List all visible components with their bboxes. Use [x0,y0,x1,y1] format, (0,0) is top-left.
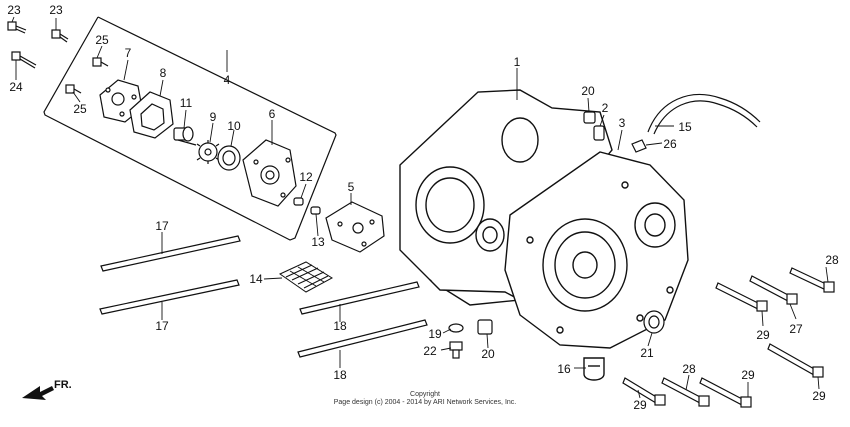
callout-20-lower[interactable]: 20 [481,347,495,361]
callout-24[interactable]: 24 [9,80,23,94]
callout-25-b[interactable]: 25 [73,102,87,116]
callout-16[interactable]: 16 [557,362,571,376]
part-20-dowel-lower[interactable] [477,319,493,335]
callout-28-a[interactable]: 28 [825,253,839,267]
part-5-pump-plate[interactable] [325,201,385,253]
callout-19[interactable]: 19 [428,327,442,341]
part-26-clip[interactable] [631,139,647,153]
callout-17-upper[interactable]: 17 [155,219,169,233]
callout-4[interactable]: 4 [224,73,231,87]
part-1-crankcase-left[interactable] [399,89,613,306]
part-10-outer-rotor[interactable] [217,145,241,171]
part-27-bolt[interactable] [749,275,798,305]
part-17-stud-lower[interactable] [99,279,240,315]
part-18-stud-upper[interactable] [299,281,420,315]
callout-25-a[interactable]: 25 [95,33,109,47]
part-25-bolt-b[interactable] [65,84,82,94]
part-11-inner-rotor[interactable] [173,126,197,146]
callout-labels: 1 2 3 4 5 6 7 8 9 10 11 12 13 14 15 16 1… [7,3,839,412]
part-2-dowel[interactable] [593,125,605,141]
part-20-dowel-upper[interactable] [583,111,596,124]
callout-23-b[interactable]: 23 [49,3,63,17]
part-15-breather-tube[interactable] [647,94,761,135]
callout-28-b[interactable]: 28 [682,362,696,376]
part-29-bolt-a[interactable] [715,282,768,312]
callout-5[interactable]: 5 [348,180,355,194]
callout-9[interactable]: 9 [210,110,217,124]
part-21-oil-seal[interactable] [643,310,665,334]
callout-29-b[interactable]: 29 [812,389,826,403]
callout-20-upper[interactable]: 20 [581,84,595,98]
callout-6[interactable]: 6 [269,107,276,121]
part-13-pin[interactable] [310,206,321,215]
part-25-bolt-a[interactable] [92,57,109,67]
callout-17-lower[interactable]: 17 [155,319,169,333]
callout-29-c[interactable]: 29 [741,368,755,382]
callout-10[interactable]: 10 [227,119,241,133]
callout-23-a[interactable]: 23 [7,3,21,17]
part-23-bolt-a[interactable] [7,21,27,34]
part-29-bolt-b[interactable] [767,343,824,378]
part-12-pin[interactable] [293,197,304,206]
callout-18-upper[interactable]: 18 [333,319,347,333]
callout-22[interactable]: 22 [423,344,437,358]
callout-29-a[interactable]: 29 [756,328,770,342]
part-29-bolt-c[interactable] [699,377,752,408]
callout-13[interactable]: 13 [311,235,325,249]
part-28-bolt-b[interactable] [661,377,710,407]
callout-11[interactable]: 11 [180,96,193,110]
callout-3[interactable]: 3 [619,116,626,130]
callout-27[interactable]: 27 [789,322,803,336]
part-19-washer[interactable] [448,323,464,333]
part-17-stud-upper[interactable] [100,235,241,272]
callout-21[interactable]: 21 [640,346,654,360]
part-3-crankcase-right[interactable] [504,151,689,349]
callout-29-d[interactable]: 29 [633,398,647,412]
callout-18-lower[interactable]: 18 [333,368,347,382]
page-design-credit: Page design (c) 2004 - 2014 by ARI Netwo… [333,399,517,406]
front-arrow: FR. [22,379,72,400]
callout-1[interactable]: 1 [514,55,521,69]
callout-14[interactable]: 14 [249,272,263,286]
callout-12[interactable]: 12 [299,170,313,184]
part-29-bolt-d[interactable] [622,377,666,406]
part-22-drain-bolt[interactable] [449,341,463,359]
callout-26[interactable]: 26 [663,137,677,151]
part-9-gear[interactable] [196,140,220,164]
callout-15[interactable]: 15 [678,120,692,134]
callout-2[interactable]: 2 [602,101,609,115]
oil-pump-group-frame [43,16,337,241]
part-28-bolt-a[interactable] [789,267,835,293]
front-label: FR. [54,379,72,391]
part-16-clamp[interactable] [583,357,605,381]
callout-8[interactable]: 8 [160,66,167,80]
leader-lines [11,16,829,399]
part-6-pump-body[interactable] [242,139,297,207]
part-14-oil-strainer[interactable] [278,261,334,293]
copyright-line: Copyright [410,391,440,398]
part-23-bolt-b[interactable] [51,29,69,43]
callout-7[interactable]: 7 [125,46,132,60]
front-arrow-icon [22,386,54,400]
part-8-gasket[interactable] [129,91,174,139]
part-18-stud-lower[interactable] [297,319,428,358]
